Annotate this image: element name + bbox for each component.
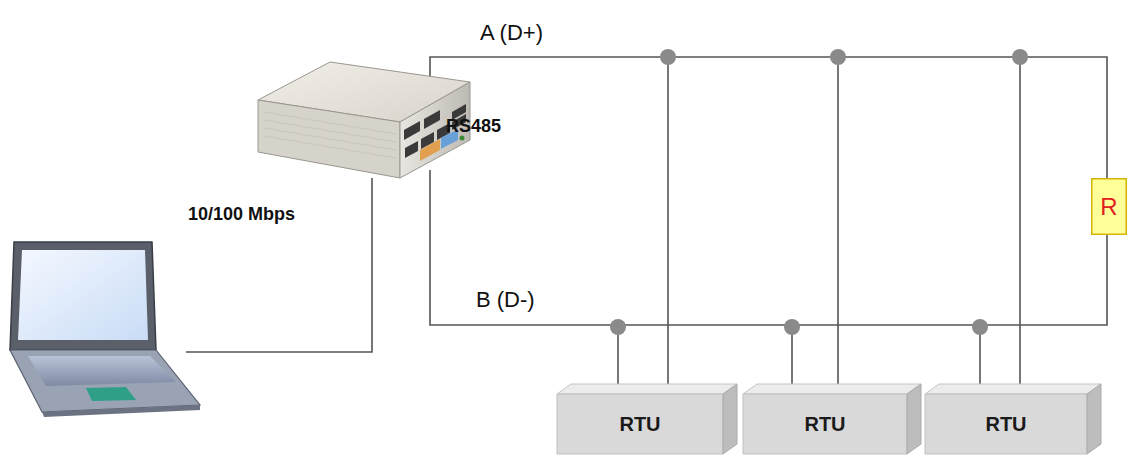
rtu-label: RTU bbox=[619, 413, 660, 436]
resistor-label: R bbox=[1100, 193, 1117, 221]
bus-wires bbox=[186, 57, 1107, 392]
rtu-box: RTU bbox=[557, 384, 737, 454]
signal-name: B (D-) bbox=[476, 287, 535, 313]
tap-dots bbox=[610, 49, 1028, 335]
port-label: RS485 bbox=[446, 116, 501, 137]
rtu-box: RTU bbox=[925, 384, 1101, 454]
laptop bbox=[10, 242, 200, 417]
signal-name: A (D+) bbox=[480, 20, 543, 46]
gateway-device bbox=[258, 62, 470, 178]
rtu-box: RTU bbox=[743, 384, 921, 454]
rtu-label: RTU bbox=[985, 413, 1026, 436]
port-label: 10/100 Mbps bbox=[188, 204, 295, 225]
rtu-label: RTU bbox=[804, 413, 845, 436]
resistor-symbol: R bbox=[1091, 178, 1127, 235]
